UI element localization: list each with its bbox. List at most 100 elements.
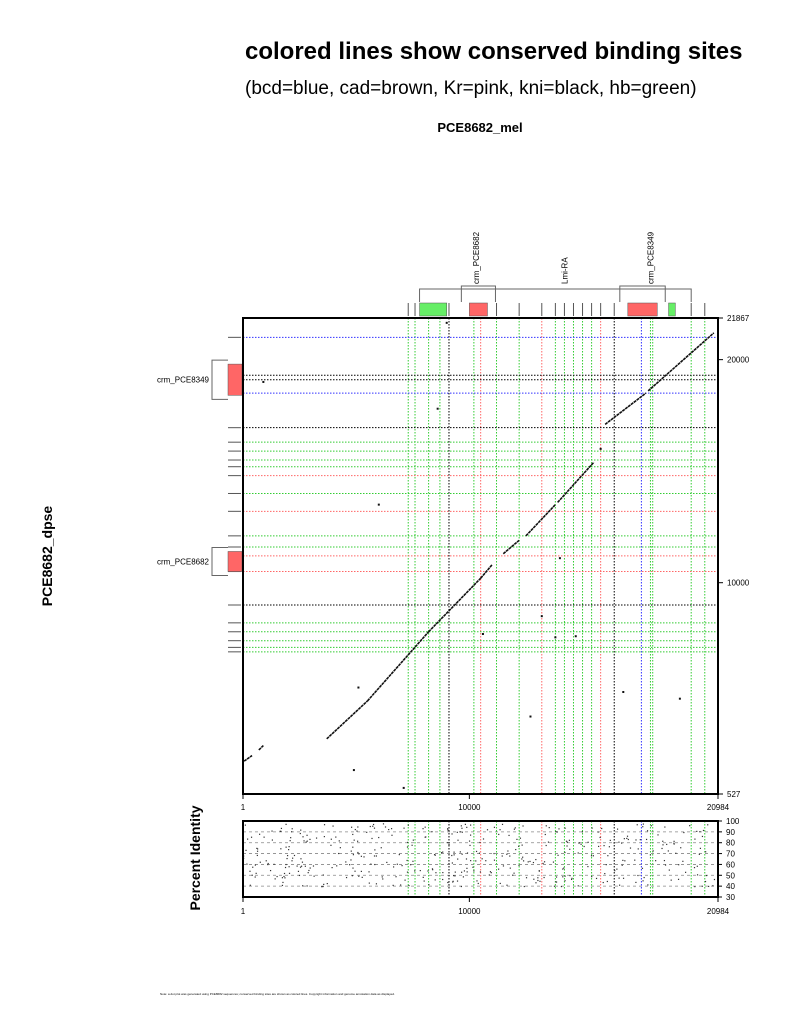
identity-speck	[545, 844, 547, 847]
identity-speck	[382, 823, 385, 825]
identity-speck	[662, 844, 664, 846]
identity-speck	[460, 885, 463, 888]
identity-speck	[606, 880, 608, 883]
identity-speck	[469, 824, 472, 826]
identity-speck	[552, 861, 555, 863]
chart-title: colored lines show conserved binding sit…	[245, 38, 743, 65]
identity-speck	[244, 824, 246, 826]
identity-speck	[321, 886, 323, 888]
identity-speck	[424, 836, 426, 838]
identity-speck	[469, 844, 471, 847]
identity-speck	[363, 856, 365, 858]
identity-speck	[256, 854, 258, 857]
identity-speck	[392, 884, 394, 886]
identity-speck	[452, 880, 454, 882]
identity-speck	[380, 847, 382, 849]
identity-speck	[597, 831, 599, 833]
alignment-dot	[481, 633, 484, 636]
identity-speck	[608, 846, 610, 848]
alignment-segment	[502, 539, 520, 555]
identity-speck	[591, 876, 593, 878]
identity-speck	[350, 826, 353, 828]
identity-speck	[650, 825, 652, 827]
identity-speck	[352, 833, 354, 836]
identity-speck	[522, 856, 524, 858]
identity-speck	[525, 877, 528, 879]
identity-speck	[577, 885, 579, 887]
identity-speck	[288, 849, 290, 851]
identity-speck	[642, 823, 644, 825]
y-sequence-label-group: PCE8682_dpse	[39, 506, 55, 607]
identity-speck	[384, 826, 387, 828]
identity-speck	[454, 871, 456, 873]
identity-speck	[323, 836, 325, 838]
identity-speck	[433, 854, 436, 856]
identity-speck	[507, 850, 509, 852]
identity-speck	[331, 866, 333, 869]
identity-speck	[685, 871, 687, 873]
top-hb-box	[668, 302, 676, 317]
identity-speck	[707, 824, 709, 826]
identity-speck	[290, 837, 292, 839]
identity-speck	[303, 840, 305, 842]
identity-speck	[569, 848, 571, 850]
identity-speck	[493, 859, 496, 861]
alignment-segment	[604, 392, 647, 425]
identity-speck	[428, 884, 430, 886]
alignment-dot	[357, 686, 360, 689]
identity-speck	[683, 831, 685, 834]
identity-speck	[682, 860, 684, 862]
identity-speck	[466, 826, 468, 828]
identity-speck	[506, 853, 508, 855]
identity-speck	[406, 871, 409, 873]
identity-speck	[285, 863, 287, 866]
identity-speck	[349, 864, 351, 866]
identity-speck	[249, 870, 251, 872]
identity-speck	[304, 865, 306, 867]
identity-speck	[246, 863, 248, 865]
identity-speck	[315, 837, 318, 839]
identity-speck	[398, 854, 400, 856]
identity-speck	[441, 852, 443, 854]
identity-speck	[422, 876, 424, 878]
identity-speck	[622, 859, 624, 861]
identity-speck	[408, 884, 410, 887]
identity-speck	[555, 881, 557, 883]
identity-speck	[293, 854, 296, 857]
identity-speck	[357, 840, 359, 842]
identity-speck	[255, 872, 257, 874]
identity-speck	[661, 847, 663, 850]
identity-speck	[452, 881, 454, 883]
identity-speck	[263, 836, 265, 838]
identity-speck	[281, 877, 284, 879]
identity-speck	[373, 855, 376, 857]
top-crm-bracket	[460, 285, 496, 302]
identity-speck	[498, 833, 500, 836]
identity-speck	[461, 853, 463, 855]
identity-speck	[372, 823, 375, 826]
identity-speck	[281, 884, 284, 887]
alignment-segment	[557, 461, 595, 503]
identity-speck	[564, 880, 566, 882]
identity-speck	[288, 872, 291, 874]
identity-speck	[309, 867, 311, 869]
identity-speck	[284, 866, 287, 869]
identity-speck	[642, 826, 644, 828]
identity-speck	[619, 884, 621, 886]
identity-speck	[647, 884, 649, 886]
pi-y-tick-label: 100	[726, 817, 740, 826]
identity-speck	[642, 880, 644, 882]
identity-speck	[663, 859, 666, 862]
identity-speck	[289, 840, 291, 842]
top-track-label: Lmi-RA	[560, 257, 569, 284]
identity-speck	[374, 849, 376, 851]
identity-speck	[460, 825, 462, 827]
identity-speck	[403, 827, 405, 829]
identity-speck	[675, 852, 677, 854]
identity-speck	[621, 864, 623, 866]
left-crm-bracket	[211, 359, 228, 400]
identity-speck	[673, 842, 675, 844]
identity-speck	[601, 827, 603, 830]
